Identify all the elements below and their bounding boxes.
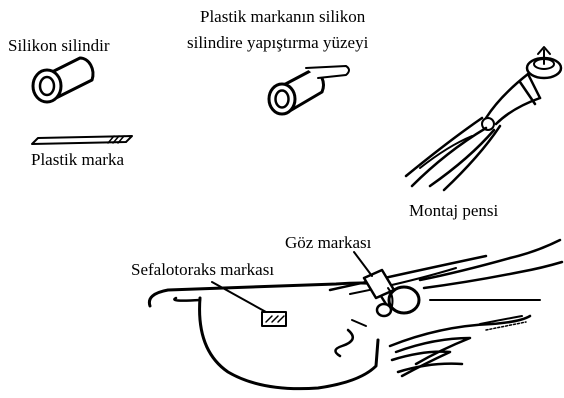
tag-on-cylinder-drawing <box>269 66 349 114</box>
adhesion-surface-label-line1: Plastik markanın silikon <box>200 7 365 27</box>
adhesion-surface-label-line2: silindire yapıştırma yüzeyi <box>187 33 368 53</box>
mounting-pliers-label: Montaj pensi <box>409 201 498 221</box>
eye-tag-label: Göz markası <box>285 233 371 253</box>
eye-tag-leader-line <box>354 252 372 276</box>
silicone-cylinder-drawing <box>33 58 93 102</box>
cephalothorax-tag-label: Sefalotoraks markası <box>131 260 274 280</box>
mounting-pliers-drawing <box>406 47 561 190</box>
plastic-tag-drawing <box>32 136 132 144</box>
plastic-tag-label: Plastik marka <box>31 150 124 170</box>
silicone-cylinder-label: Silikon silindir <box>8 36 110 56</box>
